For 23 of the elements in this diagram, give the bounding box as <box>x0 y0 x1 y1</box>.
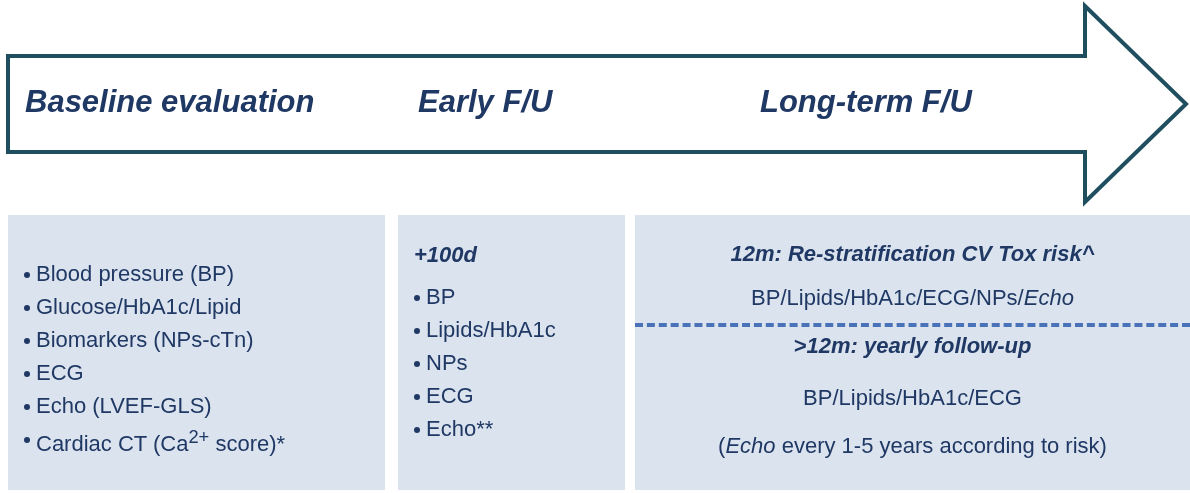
info-panel <box>398 215 625 490</box>
section-heading: +100d <box>414 242 477 268</box>
list-item: BP <box>426 284 456 310</box>
phase-label: Early F/U <box>418 84 553 120</box>
list-item: Echo** <box>426 416 494 442</box>
list-item: Glucose/HbA1c/Lipid <box>36 294 242 320</box>
phase-label: Baseline evaluation <box>25 84 315 120</box>
text-line: (Echo every 1-5 years according to risk) <box>718 433 1107 459</box>
list-item: Blood pressure (BP) <box>36 261 235 287</box>
list-item: ECG <box>426 383 474 409</box>
info-panel <box>8 215 385 490</box>
list-item: Lipids/HbA1c <box>426 317 556 343</box>
list-item: NPs <box>426 350 468 376</box>
list-item: Cardiac CT (Ca$^{2+}$ score)* <box>36 426 286 458</box>
section-heading: >12m: yearly follow-up <box>793 333 1032 359</box>
list-item: Echo (LVEF-GLS) <box>36 393 212 419</box>
list-item: ECG <box>36 360 84 386</box>
list-item: Biomarkers (NPs-cTn) <box>36 327 254 353</box>
phase-label: Long-term F/U <box>760 84 972 120</box>
text-line: BP/Lipids/HbA1c/ECG/NPs/Echo <box>751 285 1074 311</box>
section-heading: 12m: Re-stratification CV Tox risk^ <box>730 241 1095 267</box>
text-line: BP/Lipids/HbA1c/ECG <box>803 385 1022 411</box>
info-panel <box>635 215 1190 490</box>
